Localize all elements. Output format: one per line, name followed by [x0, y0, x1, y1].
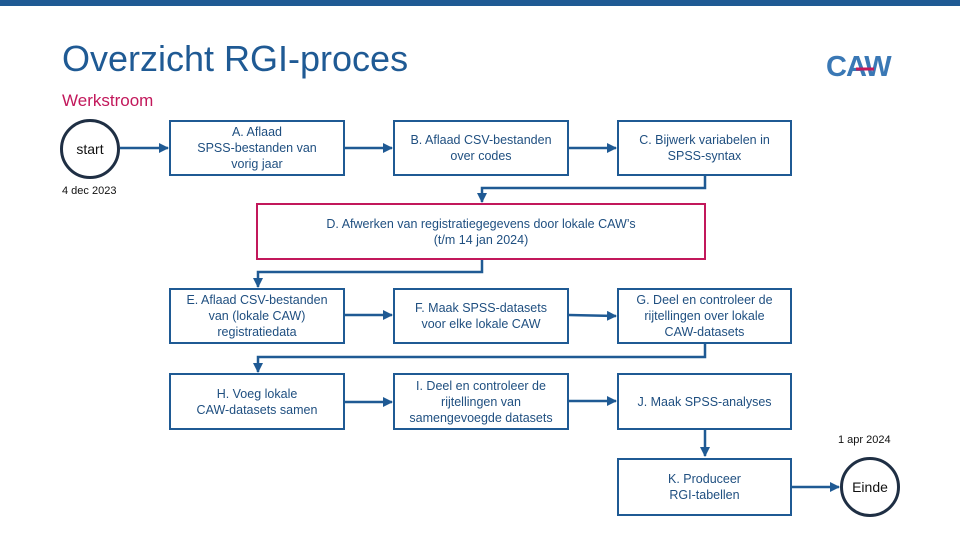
- page-subtitle: Werkstroom: [62, 91, 154, 110]
- step-e: E. Aflaad CSV-bestanden van (lokale CAW)…: [169, 288, 345, 344]
- arrow-g-h: [253, 344, 707, 373]
- step-j: J. Maak SPSS-analyses: [617, 373, 792, 430]
- start-node: start: [60, 119, 120, 179]
- arrow-f-g: [568, 310, 617, 321]
- step-h: H. Voeg lokale CAW-datasets samen: [169, 373, 345, 430]
- step-a: A. Aflaad SPSS-bestanden van vorig jaar: [169, 120, 345, 176]
- step-i: I. Deel en controleer de rijtellingen va…: [393, 373, 569, 430]
- arrow-d-e: [253, 260, 484, 288]
- start-date: 4 dec 2023: [62, 185, 117, 197]
- step-b: B. Aflaad CSV-bestanden over codes: [393, 120, 569, 176]
- caw-logo: CAW: [826, 51, 893, 82]
- caw-logo-text: CAW: [826, 51, 892, 82]
- step-c: C. Bijwerk variabelen in SPSS-syntax: [617, 120, 792, 176]
- step-f: F. Maak SPSS-datasets voor elke lokale C…: [393, 288, 569, 344]
- end-date: 1 apr 2024: [838, 434, 891, 446]
- page-title: Overzicht RGI-proces: [62, 38, 409, 79]
- step-k: K. Produceer RGI-tabellen: [617, 458, 792, 516]
- step-g: G. Deel en controleer de rijtellingen ov…: [617, 288, 792, 344]
- end-node: Einde: [840, 457, 900, 517]
- arrow-c-d: [477, 176, 707, 203]
- top-bar: [0, 0, 960, 6]
- step-d: D. Afwerken van registratiegegevens door…: [256, 203, 706, 260]
